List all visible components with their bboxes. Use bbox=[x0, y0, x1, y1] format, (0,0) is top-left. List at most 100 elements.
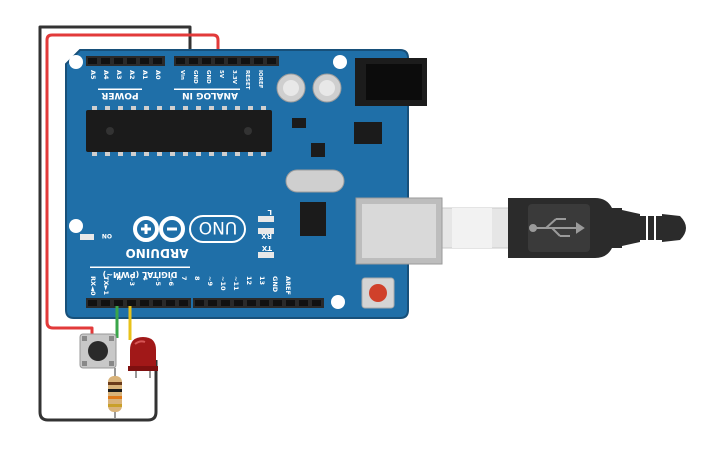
analog-pin-socket[interactable] bbox=[88, 58, 97, 64]
digital-pin-socket[interactable] bbox=[127, 300, 136, 306]
digital-pin-socket[interactable] bbox=[195, 300, 204, 306]
power-pin-label: GND bbox=[192, 70, 198, 84]
digital-pin-socket[interactable] bbox=[286, 300, 295, 306]
atmega-chip bbox=[86, 110, 272, 152]
analog-pin-label: A3 bbox=[115, 70, 123, 80]
digital-header-low[interactable] bbox=[86, 298, 191, 308]
digital-pin-socket[interactable] bbox=[312, 300, 321, 306]
digital-pin-label: ~11 bbox=[232, 276, 240, 291]
usb-port bbox=[355, 197, 443, 265]
power-pin-socket[interactable] bbox=[267, 58, 276, 64]
digital-pin-label: 12 bbox=[245, 276, 253, 285]
digital-group-label: DIGITAL (PWM~) bbox=[103, 270, 178, 279]
led-tx-label: TX bbox=[261, 244, 272, 252]
power-pin-label: 5V bbox=[218, 70, 224, 79]
usb-icon bbox=[529, 218, 585, 237]
power-pin-socket[interactable] bbox=[176, 58, 185, 64]
analog-header[interactable] bbox=[86, 56, 165, 66]
power-jack bbox=[355, 58, 427, 106]
power-pin-socket[interactable] bbox=[254, 58, 263, 64]
digital-pin-label: ~9 bbox=[206, 276, 214, 286]
mount-hole bbox=[331, 295, 345, 309]
pushbutton[interactable] bbox=[79, 333, 117, 369]
power-pin-socket[interactable] bbox=[202, 58, 211, 64]
usb-chip bbox=[300, 202, 326, 236]
model-text: UNO bbox=[199, 217, 238, 237]
digital-pin-label: 4 bbox=[141, 276, 149, 281]
mount-hole bbox=[69, 55, 83, 69]
digital-pin-socket[interactable] bbox=[299, 300, 308, 306]
digital-pin-label: RX◄0 bbox=[89, 276, 97, 296]
digital-pin-label: AREF bbox=[284, 276, 292, 295]
brand-text: ARDUINO bbox=[126, 246, 189, 260]
tx-rx-leds bbox=[80, 216, 274, 258]
digital-pin-socket[interactable] bbox=[114, 300, 123, 306]
red-led[interactable] bbox=[128, 337, 158, 378]
capacitor bbox=[312, 73, 342, 103]
digital-pin-socket[interactable] bbox=[101, 300, 110, 306]
mount-hole bbox=[69, 219, 83, 233]
digital-pin-socket[interactable] bbox=[153, 300, 162, 306]
analog-pin-label: A0 bbox=[154, 70, 162, 80]
on-label: ON bbox=[102, 232, 112, 239]
power-pin-label: IOREF bbox=[257, 70, 263, 89]
digital-pin-socket[interactable] bbox=[88, 300, 97, 306]
power-pin-label: RESET bbox=[244, 70, 250, 90]
capacitor bbox=[276, 73, 306, 103]
digital-pin-socket[interactable] bbox=[166, 300, 175, 306]
led-l-label: L bbox=[267, 208, 272, 216]
reset-button[interactable] bbox=[361, 277, 395, 309]
digital-pin-label: GND bbox=[271, 276, 279, 293]
digital-pin-label: ~3 bbox=[128, 276, 136, 286]
arduino-logo: ARDUINO UNO bbox=[126, 215, 246, 260]
digital-pin-label: 7 bbox=[180, 276, 188, 281]
smd-component bbox=[292, 118, 306, 128]
voltage-regulator bbox=[354, 122, 382, 144]
usb-cable[interactable] bbox=[439, 198, 686, 258]
analog-pin-labels: A5 A4 A3 A2 A1 A0 bbox=[89, 70, 162, 80]
digital-pin-socket[interactable] bbox=[273, 300, 282, 306]
power-group-label: POWER bbox=[101, 90, 138, 100]
wire-black bbox=[38, 25, 192, 422]
power-pin-label: GND bbox=[205, 70, 211, 84]
power-pin-socket[interactable] bbox=[241, 58, 250, 64]
digital-pin-socket[interactable] bbox=[208, 300, 217, 306]
analog-pin-socket[interactable] bbox=[140, 58, 149, 64]
digital-pin-socket[interactable] bbox=[234, 300, 243, 306]
digital-pin-label: 8 bbox=[193, 276, 201, 281]
digital-pin-label: ~10 bbox=[219, 276, 227, 291]
analog-pin-socket[interactable] bbox=[101, 58, 110, 64]
power-header[interactable] bbox=[174, 56, 279, 66]
analog-pin-label: A2 bbox=[128, 70, 136, 80]
analog-pin-socket[interactable] bbox=[127, 58, 136, 64]
digital-pin-label: ~6 bbox=[167, 276, 175, 286]
analog-pin-socket[interactable] bbox=[153, 58, 162, 64]
digital-pin-socket[interactable] bbox=[247, 300, 256, 306]
analog-pin-socket[interactable] bbox=[114, 58, 123, 64]
digital-pin-label: ~5 bbox=[154, 276, 162, 286]
analog-pin-label: A5 bbox=[89, 70, 97, 80]
wire-red bbox=[45, 33, 220, 338]
mount-hole bbox=[333, 55, 347, 69]
power-pin-socket[interactable] bbox=[215, 58, 224, 64]
power-pin-socket[interactable] bbox=[228, 58, 237, 64]
analog-pin-label: A4 bbox=[102, 70, 110, 80]
power-pin-label: Vin bbox=[179, 70, 185, 80]
digital-pin-socket[interactable] bbox=[260, 300, 269, 306]
digital-pin-label: 13 bbox=[258, 276, 266, 285]
power-pin-socket[interactable] bbox=[189, 58, 198, 64]
led-rx-label: RX bbox=[261, 232, 272, 240]
analog-pin-label: A1 bbox=[141, 70, 149, 80]
digital-pin-socket[interactable] bbox=[140, 300, 149, 306]
digital-pin-socket[interactable] bbox=[221, 300, 230, 306]
analog-group-label: ANALOG IN bbox=[182, 90, 238, 100]
resistor[interactable] bbox=[108, 368, 122, 418]
digital-header-high[interactable] bbox=[193, 298, 324, 308]
crystal bbox=[285, 169, 345, 193]
smd-component bbox=[311, 143, 325, 157]
digital-pin-socket[interactable] bbox=[179, 300, 188, 306]
